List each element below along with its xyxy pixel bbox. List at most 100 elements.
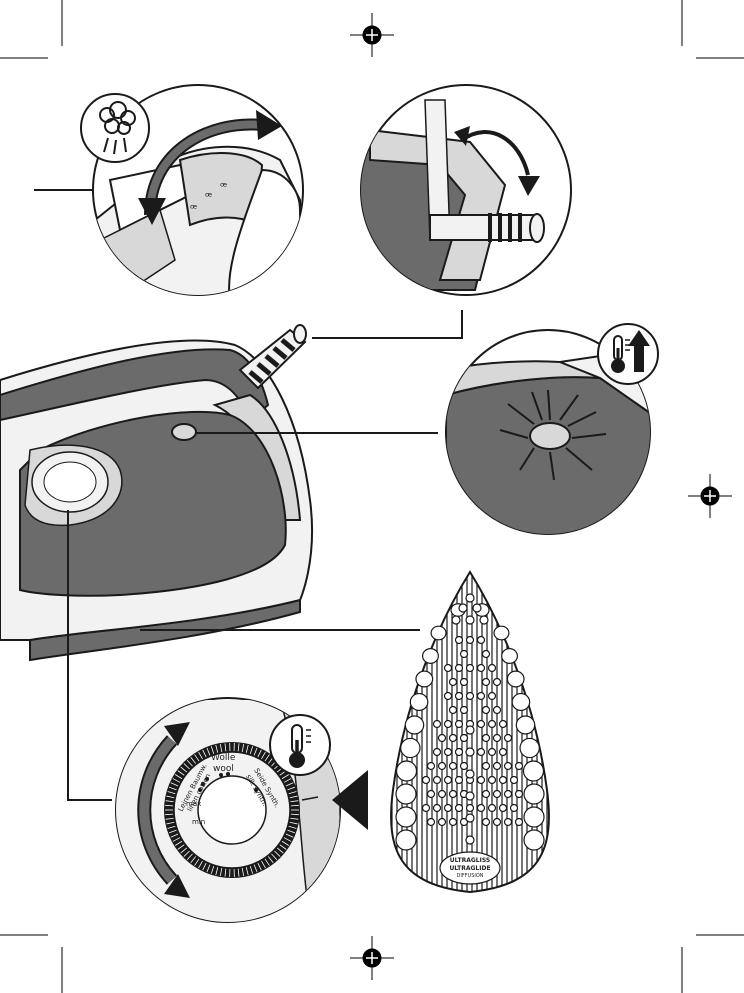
dial-knurl-tick [177,844,185,850]
steam-hole [523,783,545,805]
soleplate: ULTRAGLISS ULTRAGLIDE DIFFUSION [390,570,550,894]
steam-hole [503,733,513,743]
thermometer-up-icon [597,323,659,385]
steam-hole [443,803,453,813]
steam-hole [498,803,508,813]
steam-hole [476,719,486,729]
steam-hole [465,663,475,673]
arrow-head-right-icon [256,110,282,140]
steam-hole [498,747,508,757]
steam-hole [487,663,497,673]
dial-knurl-tick [215,867,219,876]
steam-hole [481,649,491,659]
steam-hole [409,692,429,712]
dial-knurl-tick [224,868,227,877]
dial-knurl-tick [261,751,266,760]
steam-hole [519,737,540,759]
steam-hole [506,670,525,688]
registration-mark-right [688,474,732,518]
dial-knurl-tick [202,862,207,871]
steam-hole [476,747,486,757]
registration-mark-bottom [350,936,394,980]
steam-icon [80,93,150,163]
steam-hole [479,615,489,625]
thermometer-icon [269,714,331,776]
dial-knurl-tick [290,804,299,807]
steam-hole [481,677,491,687]
steam-hole [459,733,469,743]
registration-mark-top [350,13,394,57]
arrow-head-down-icon-2 [518,176,540,196]
steam-hole [454,719,464,729]
dial-knurl-tick [167,825,176,829]
dial-knurl-tick [285,782,294,787]
steam-hole [437,761,447,771]
dial-knurl-tick [215,744,219,753]
steam-hole [509,775,519,785]
steam-hole [465,725,475,735]
steam-hole [459,677,469,687]
steam-hole [454,803,464,813]
steam-hole [492,733,502,743]
steam-hole [448,733,458,743]
dial-knurl-tick [219,868,223,877]
steam-hole [448,789,458,799]
steam-hole [395,806,417,828]
dial-knurl-tick [264,858,270,866]
dial-knurl-tick [177,770,185,776]
dial-knurl-tick [224,743,227,752]
dial-knurl-tick [264,754,270,762]
svg-text:ꟹ: ꟹ [220,180,227,193]
dial-knurl-tick [165,817,174,820]
dial-knurl-tick [170,833,179,838]
steam-hole [443,775,453,785]
steam-hole [503,789,513,799]
steam-hole [492,705,502,715]
steam-hole [503,817,513,827]
steam-hole [459,649,469,659]
dial-knurl-tick [190,756,196,764]
steam-hole [476,663,486,673]
dial-knurl-tick [186,853,193,861]
dial-knurl-tick [166,821,175,825]
dial-knurl-tick [206,747,211,756]
steam-hole [443,691,453,701]
dial-knurl-tick [168,786,177,791]
steam-hole [523,806,545,828]
dial-label-wool-en: wool [213,764,234,774]
steam-hole [459,761,469,771]
steam-hole [448,817,458,827]
steam-hole [487,803,497,813]
dial-knurl-tick [219,743,223,752]
dial-knurl-tick [288,825,297,829]
steam-hole [421,803,431,813]
steam-hole [443,719,453,729]
steam-hole [415,670,434,688]
steam-hole [448,761,458,771]
dial-knurl-tick [274,850,281,857]
dial-knurl-tick [174,840,183,846]
dial-knurl-tick [210,865,215,874]
steam-hole [481,817,491,827]
dial-knurl-tick [186,759,193,767]
steam-button [171,423,197,441]
steam-hole [472,603,482,613]
dial-knurl-tick [245,867,249,876]
dial-knurl-tick [190,856,196,864]
dial-knurl-tick [206,864,211,873]
steam-hole [511,692,531,712]
dial-knurl-tick [288,791,297,795]
steam-hole [454,691,464,701]
dial-knurl-tick [174,774,183,780]
steam-hole [437,789,447,799]
dial-knurl-tick [245,744,249,753]
dial-knurl-tick [170,782,179,787]
steam-hole [481,761,491,771]
temperature-dial-detail: Wolle wool Leinen Baumw. linen cotton Se… [115,697,341,923]
dial-knurl-tick [287,829,296,834]
dial-knurl-tick [172,778,181,783]
steam-hole [448,677,458,687]
dial-knurl-tick [290,800,299,803]
dial-dots [198,772,258,792]
